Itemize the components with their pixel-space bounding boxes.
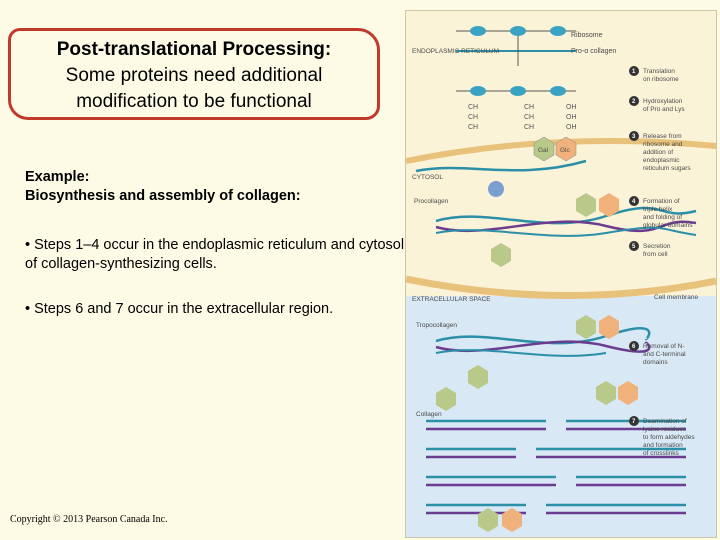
step-7-badge bbox=[629, 416, 639, 426]
title-box: Post-translational Processing: Some prot… bbox=[8, 28, 380, 120]
label-extracellular: EXTRACELLULAR SPACE bbox=[412, 296, 491, 303]
step-5-number: 5 bbox=[632, 244, 636, 250]
cell-membrane bbox=[406, 275, 716, 299]
steps-1-4-note: • Steps 1–4 occur in the endoplasmic ret… bbox=[25, 237, 405, 272]
step-5-text: from cell bbox=[643, 251, 668, 258]
svg-text:Glc: Glc bbox=[560, 147, 571, 154]
example-label: Example: bbox=[25, 169, 90, 185]
step-6-text: domains bbox=[643, 359, 668, 366]
label-cytosol: CYTOSOL bbox=[412, 174, 443, 181]
glycosylated-chain: Gal Glc bbox=[415, 136, 587, 173]
step-4-badge bbox=[629, 196, 639, 206]
label-ribosome: Ribosome bbox=[571, 32, 603, 39]
step-2-number: 2 bbox=[632, 99, 636, 105]
title-heading: Post-translational Processing: bbox=[56, 39, 332, 60]
step-3-badge bbox=[629, 131, 639, 141]
step-1-number: 1 bbox=[632, 69, 636, 75]
step-6-text: and C-terminal bbox=[643, 351, 686, 358]
step-3-text: reticulum sugars bbox=[643, 165, 691, 172]
title-subtitle-line1: Some proteins need additional bbox=[65, 65, 323, 86]
svg-text:CH: CH bbox=[524, 124, 534, 131]
svg-text:OH: OH bbox=[566, 124, 577, 131]
ch-oh-groups: CH CH CH CH CH CH OH OH OH bbox=[468, 104, 577, 131]
collagen-diagram: Ribosome Pro-α collagen ENDOPLASMIC RETI… bbox=[406, 11, 716, 537]
label-cell-membrane: Cell membrane bbox=[654, 294, 698, 301]
step-2-text: of Pro and Lys bbox=[643, 106, 685, 113]
step-7-text: and formation bbox=[643, 442, 683, 449]
title-subtitle-line2: modification to be functional bbox=[76, 91, 312, 112]
label-collagen: Collagen bbox=[416, 411, 442, 418]
step-7-text: of crosslinks bbox=[643, 450, 680, 457]
extracellular-region bbox=[406, 296, 716, 537]
step-4-text: Formation of bbox=[643, 198, 680, 205]
example-heading: Example: Biosynthesis and assembly of co… bbox=[25, 168, 301, 206]
label-tropocollagen: Tropocollagen bbox=[416, 322, 457, 329]
label-pro-alpha: Pro-α collagen bbox=[571, 48, 616, 55]
ribosome-row-1 bbox=[456, 26, 576, 66]
svg-text:OH: OH bbox=[566, 114, 577, 121]
svg-text:CH: CH bbox=[524, 114, 534, 121]
step-7-text: Deamination of bbox=[643, 418, 687, 425]
step-3-text: Release from bbox=[643, 133, 682, 140]
label-procollagen: Procollagen bbox=[414, 198, 449, 205]
step-3-text: addition of bbox=[643, 149, 673, 156]
svg-text:CH: CH bbox=[468, 104, 478, 111]
svg-text:CH: CH bbox=[468, 124, 478, 131]
step-6-number: 6 bbox=[632, 344, 636, 350]
step-1-text: Translation bbox=[643, 68, 675, 75]
svg-text:CH: CH bbox=[524, 104, 534, 111]
step-4-text: and folding of bbox=[643, 214, 682, 221]
collagen-figure: Ribosome Pro-α collagen ENDOPLASMIC RETI… bbox=[405, 10, 717, 538]
step-4-text: triple helix bbox=[643, 206, 673, 213]
step-5-badge bbox=[629, 241, 639, 251]
steps-6-7-note: • Steps 6 and 7 occur in the extracellul… bbox=[25, 301, 334, 317]
step-1-badge bbox=[629, 66, 639, 76]
step-7-text: lysine residues bbox=[643, 426, 687, 433]
svg-text:Gal: Gal bbox=[538, 147, 549, 154]
step-5-text: Secretion bbox=[643, 243, 671, 250]
copyright: Copyright © 2013 Pearson Canada Inc. bbox=[10, 514, 168, 525]
example-description: Biosynthesis and assembly of collagen: bbox=[25, 188, 301, 204]
step-6-badge bbox=[629, 341, 639, 351]
tropocollagen-helix bbox=[435, 315, 651, 389]
svg-text:OH: OH bbox=[566, 104, 577, 111]
step-3-number: 3 bbox=[632, 134, 636, 140]
step-4-number: 4 bbox=[632, 199, 636, 205]
step-3-text: endoplasmic bbox=[643, 157, 680, 164]
step-2-badge bbox=[629, 96, 639, 106]
svg-text:CH: CH bbox=[468, 114, 478, 121]
step-6-text: Removal of N- bbox=[643, 343, 685, 350]
step-7-number: 7 bbox=[632, 419, 636, 425]
step-1-text: on ribosome bbox=[643, 76, 679, 83]
procollagen-helix bbox=[435, 181, 697, 267]
label-er: ENDOPLASMIC RETICULUM bbox=[412, 48, 499, 55]
step-7-text: to form aldehydes bbox=[643, 434, 695, 441]
step-4-text: globular domains bbox=[643, 222, 693, 229]
ribosome-row-2 bbox=[456, 86, 576, 96]
step-3-text: ribosome and bbox=[643, 141, 683, 148]
step-2-text: Hydroxylation bbox=[643, 98, 683, 105]
collagen-fibril bbox=[426, 381, 686, 532]
